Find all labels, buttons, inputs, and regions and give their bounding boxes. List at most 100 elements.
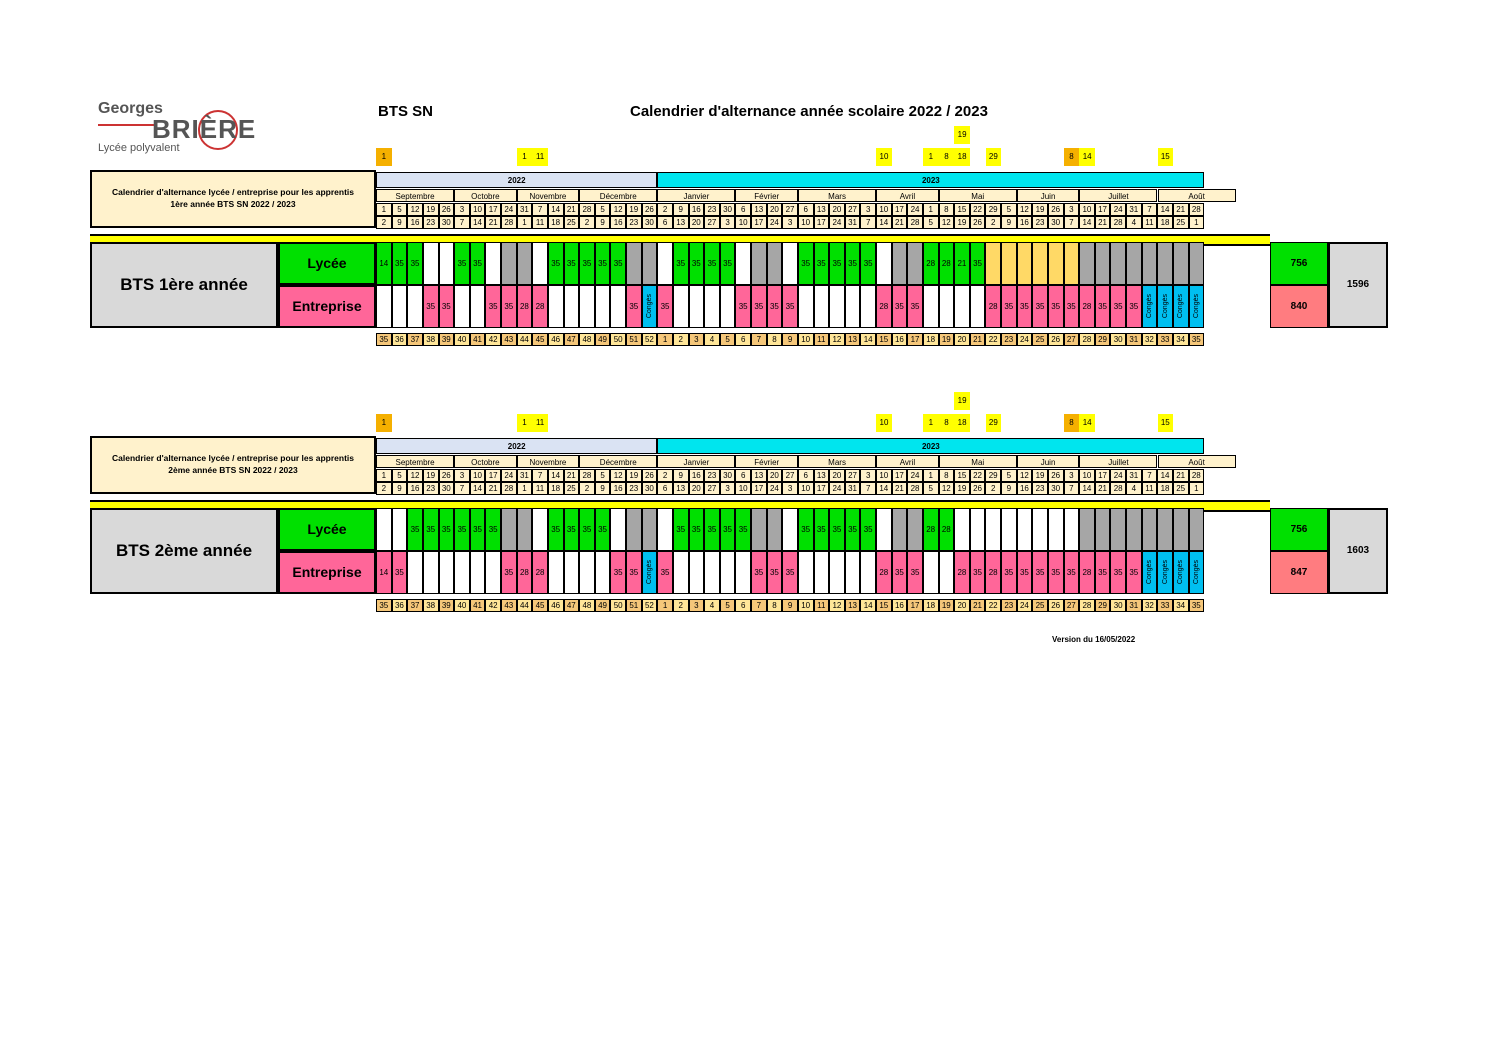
day-cell: 10: [735, 216, 751, 229]
year-2023: 2023: [657, 438, 1205, 454]
entreprise-week-cell: [829, 285, 845, 328]
class-name: BTS 1ère année: [90, 242, 278, 328]
lycee-week-cell: [1126, 508, 1142, 551]
day-cell: 4: [1126, 482, 1142, 495]
entreprise-week-cell: [719, 285, 736, 328]
week-number: 27: [1063, 599, 1080, 612]
week-number: 44: [516, 599, 533, 612]
day-cell: 12: [610, 203, 626, 216]
lycee-week-cell: 35: [469, 242, 486, 285]
day-cell: 18: [547, 216, 564, 229]
week-number: 32: [1141, 599, 1158, 612]
entreprise-week-cell: Congés: [641, 551, 658, 594]
day-cell: 17: [485, 203, 501, 216]
entreprise-week-cell: [704, 285, 720, 328]
lycee-week-cell: [969, 508, 986, 551]
lycee-week-cell: 35: [969, 242, 986, 285]
week-number: 12: [829, 333, 845, 346]
holiday-marker: 19: [954, 392, 970, 410]
lycee-week-cell: [1047, 508, 1064, 551]
day-cell: 31: [516, 469, 533, 482]
week-number: 33: [1157, 599, 1173, 612]
lycee-week-cell: [391, 508, 408, 551]
week-number: 8: [766, 599, 783, 612]
entreprise-week-cell: [938, 285, 955, 328]
day-cell: 13: [672, 216, 689, 229]
lycee-week-cell: 35: [407, 242, 423, 285]
day-cell: 17: [891, 203, 908, 216]
week-number: 28: [1079, 333, 1095, 346]
lycee-week-cell: 35: [844, 508, 861, 551]
total-entreprise: 840: [1270, 285, 1328, 328]
day-cell: 13: [813, 469, 830, 482]
day-cell: 12: [610, 469, 626, 482]
lycee-week-cell: [1047, 242, 1064, 285]
lycee-week-cell: [891, 242, 908, 285]
day-cell: 28: [579, 203, 595, 216]
lycee-week-cell: [532, 508, 548, 551]
logo-georges: Georges: [98, 100, 163, 117]
year-2023: 2023: [657, 172, 1205, 188]
lycee-week-cell: 35: [547, 242, 564, 285]
lycee-week-cell: 35: [719, 508, 736, 551]
lycee-week-cell: 35: [454, 242, 470, 285]
day-cell: 24: [766, 482, 783, 495]
week-number: 26: [1047, 333, 1064, 346]
lycee-week-cell: [657, 242, 673, 285]
day-cell: 1: [922, 203, 939, 216]
holiday-marker: 29: [985, 414, 1002, 432]
lycee-week-cell: 35: [563, 242, 580, 285]
week-number: 47: [563, 333, 580, 346]
week-number: 38: [422, 333, 439, 346]
day-cell: 12: [938, 216, 955, 229]
entreprise-week-cell: [844, 285, 861, 328]
week-number: 32: [1141, 333, 1158, 346]
month-août: Août: [1157, 455, 1236, 468]
week-number: 22: [985, 333, 1001, 346]
lycee-week-cell: [907, 242, 923, 285]
day-cell: 2: [579, 482, 595, 495]
week-number: 7: [751, 333, 767, 346]
day-cell: 30: [719, 203, 736, 216]
year-2022: 2022: [376, 438, 658, 454]
week-number: 30: [1110, 333, 1126, 346]
day-cell: 8: [938, 203, 955, 216]
month-janvier: Janvier: [657, 455, 736, 468]
day-cell: 26: [1047, 469, 1064, 482]
lycee-week-cell: 35: [860, 508, 876, 551]
lycee-week-cell: [1016, 242, 1033, 285]
lycee-week-cell: 35: [391, 242, 408, 285]
day-cell: 2: [657, 203, 673, 216]
holiday-marker: 18: [954, 148, 970, 166]
lycee-week-cell: [1110, 508, 1126, 551]
week-number: 34: [1172, 333, 1189, 346]
lycee-week-cell: [954, 508, 970, 551]
week-number: 14: [860, 333, 876, 346]
entreprise-week-cell: [407, 285, 423, 328]
day-cell: 23: [626, 482, 642, 495]
day-cell: 6: [797, 469, 814, 482]
day-cell: 5: [922, 482, 939, 495]
day-cell: 17: [751, 216, 767, 229]
entreprise-week-cell: [469, 285, 486, 328]
day-cell: 9: [391, 482, 408, 495]
day-cell: 21: [891, 216, 908, 229]
lycee-week-cell: [876, 508, 892, 551]
holiday-marker: 8: [938, 148, 955, 166]
day-cell: 29: [985, 203, 1001, 216]
lycee-week-cell: [501, 508, 517, 551]
day-cell: 26: [969, 216, 986, 229]
week-number: 13: [844, 333, 861, 346]
day-cell: 26: [438, 469, 455, 482]
entreprise-week-cell: [954, 285, 970, 328]
day-cell: 14: [547, 469, 564, 482]
calendar-description: Calendrier d'alternance lycée / entrepri…: [90, 170, 376, 228]
week-number: 4: [704, 599, 720, 612]
logo-briere: BRIÈRE: [152, 114, 257, 144]
lycee-week-cell: [766, 242, 783, 285]
entreprise-label: Entreprise: [278, 285, 376, 328]
lycee-week-cell: [1141, 242, 1158, 285]
lycee-week-cell: [1188, 508, 1205, 551]
entreprise-week-cell: [922, 551, 939, 594]
